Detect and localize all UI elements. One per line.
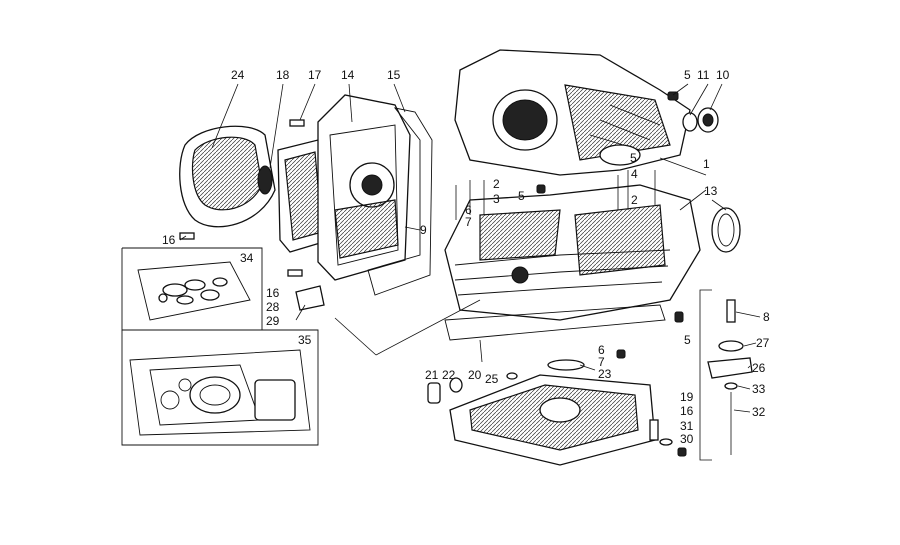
- label-11: 11: [697, 68, 710, 82]
- label-20: 20: [468, 368, 482, 382]
- label-19: 19: [680, 390, 694, 404]
- label-8: 8: [763, 310, 770, 324]
- label-33: 33: [752, 382, 766, 396]
- crankcase-body: [444, 184, 701, 321]
- label-24: 24: [231, 68, 245, 82]
- kit-box-34: [121, 247, 263, 331]
- label-5-mid: 5: [518, 189, 525, 203]
- label-17: 17: [308, 68, 322, 82]
- label-10: 10: [716, 68, 730, 82]
- label-29: 29: [266, 314, 280, 328]
- label-14: 14: [341, 68, 355, 82]
- label-22: 22: [442, 368, 456, 382]
- label-6-upper: 6: [465, 203, 472, 217]
- label-9: 9: [420, 223, 427, 237]
- label-27: 27: [756, 336, 770, 350]
- oil-sump-19: [449, 374, 656, 466]
- part-labels: 24 18 17 14 15 5 11 10 5 1 2 4 3 2 5 6 7…: [162, 68, 770, 446]
- label-15: 15: [387, 68, 401, 82]
- label-23: 23: [598, 367, 612, 381]
- label-5-top: 5: [684, 68, 691, 82]
- label-16-left: 16: [162, 233, 176, 247]
- upper-crankcase: [454, 49, 691, 176]
- label-25: 25: [485, 372, 499, 386]
- label-28: 28: [266, 300, 280, 314]
- label-35: 35: [298, 333, 312, 347]
- label-7-lower: 7: [598, 355, 605, 369]
- label-34: 34: [240, 251, 254, 265]
- label-30: 30: [680, 432, 694, 446]
- label-7-upper: 7: [465, 215, 472, 229]
- label-16-mid: 16: [266, 286, 280, 300]
- bell-housing-24: [179, 125, 276, 228]
- sump-gasket-20: [444, 304, 666, 341]
- kit-box-35: [121, 329, 319, 446]
- label-13: 13: [704, 184, 718, 198]
- label-18: 18: [276, 68, 290, 82]
- gasket-15: [367, 107, 433, 296]
- timing-cover-14: [317, 94, 411, 281]
- label-5-low: 5: [684, 333, 691, 347]
- label-32: 32: [752, 405, 766, 419]
- label-4: 4: [631, 167, 638, 181]
- label-21: 21: [425, 368, 439, 382]
- leader-lines: [179, 83, 761, 413]
- label-2-right: 2: [631, 193, 638, 207]
- label-31: 31: [680, 419, 694, 433]
- label-26: 26: [752, 361, 766, 375]
- label-5-right: 5: [630, 151, 637, 165]
- label-2-left: 2: [493, 177, 500, 191]
- label-3: 3: [493, 192, 500, 206]
- small-parts: [179, 91, 753, 457]
- group-bracket: [699, 289, 712, 461]
- label-6-lower: 6: [598, 343, 605, 357]
- label-16-right: 16: [680, 404, 694, 418]
- label-1: 1: [703, 157, 710, 171]
